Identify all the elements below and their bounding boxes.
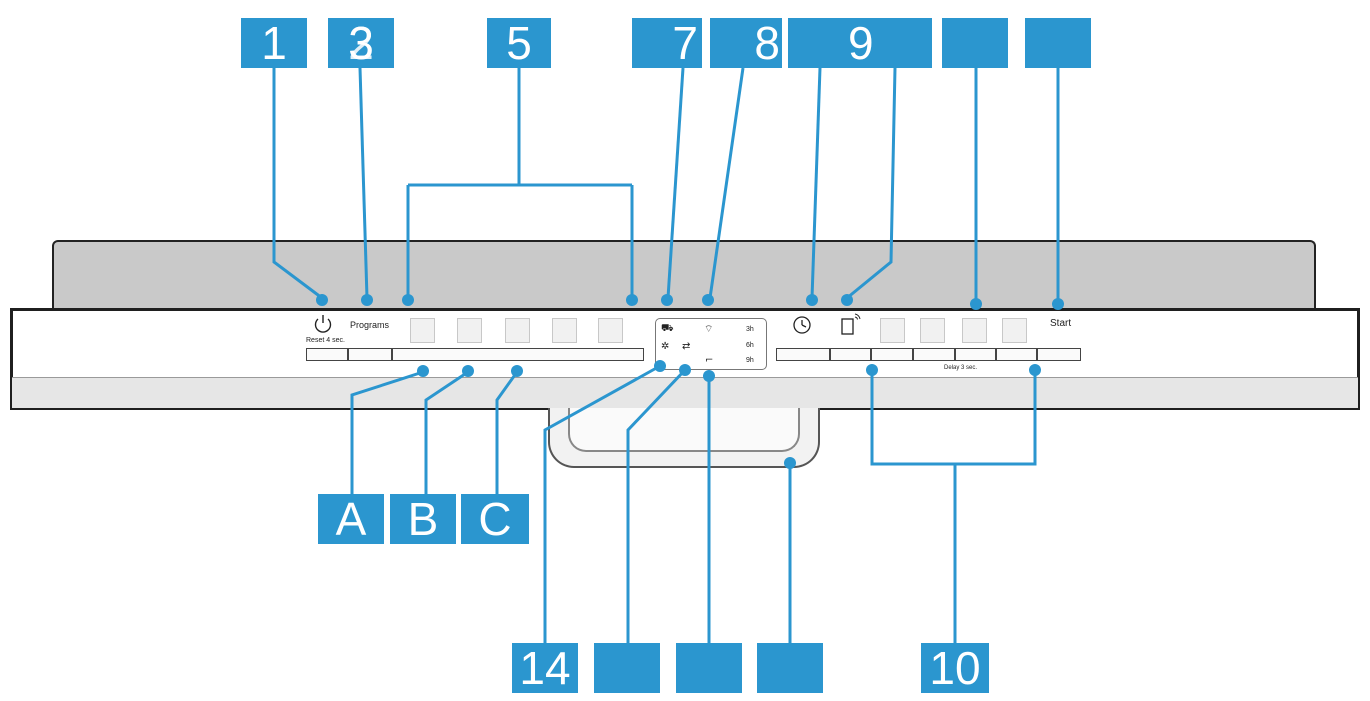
machine-care-icon: ⛟ — [661, 323, 674, 334]
callout-blank-f — [757, 643, 823, 693]
callout-3: 3 2 — [328, 18, 394, 68]
wifi-icon: ⌔ — [704, 324, 714, 335]
start-label: Start — [1050, 318, 1072, 329]
rinse-aid-icon: ⇄ — [682, 341, 691, 352]
option-button-2[interactable] — [920, 318, 945, 343]
callout-blank-e — [676, 643, 742, 693]
time-indicator-1: 3h — [746, 326, 754, 333]
callout-9: 9 — [848, 18, 932, 68]
option-strip-button-4[interactable] — [996, 348, 1037, 361]
callout-10: 10 — [921, 643, 989, 693]
callout-5: 5 — [487, 18, 551, 68]
control-panel-lower-strip — [12, 377, 1358, 408]
callout-box-9a — [788, 18, 848, 68]
program-button-5[interactable] — [598, 318, 623, 343]
delay-label: Delay 3 sec. — [944, 365, 978, 371]
callout-14: 14 — [512, 643, 578, 693]
callout-8: 8 — [710, 18, 782, 68]
remote-strip-button[interactable] — [830, 348, 871, 361]
option-button-1[interactable] — [880, 318, 905, 343]
callout-1: 1 — [241, 18, 307, 68]
option-button-3[interactable] — [962, 318, 987, 343]
callout-B: B — [390, 494, 456, 544]
door-handle-recess — [568, 408, 800, 452]
program-button-1[interactable] — [410, 318, 435, 343]
callout-blank-b — [1025, 18, 1091, 68]
programs-label: Programs — [350, 320, 390, 330]
callout-blank-a — [942, 18, 1008, 68]
status-display — [655, 318, 767, 370]
salt-icon: ✲ — [661, 341, 670, 352]
start-strip-button[interactable] — [1037, 348, 1081, 361]
callout-A: A — [318, 494, 384, 544]
callout-7: 7 — [632, 18, 702, 68]
option-strip-button-1[interactable] — [871, 348, 913, 361]
overlay-digit: 2 — [348, 17, 374, 69]
program-button-3[interactable] — [505, 318, 530, 343]
option-strip-button-3[interactable] — [955, 348, 996, 361]
timer-strip-button[interactable] — [776, 348, 830, 361]
power-icon[interactable] — [312, 313, 334, 335]
clock-icon[interactable] — [792, 315, 812, 335]
option-button-4[interactable] — [1002, 318, 1027, 343]
control-panel-top-surface — [52, 240, 1316, 316]
reset-label: Reset 4 sec. — [306, 337, 345, 344]
time-indicator-3: 9h — [746, 357, 754, 364]
time-indicator-2: 6h — [746, 342, 754, 349]
tap-icon: ⌐ — [705, 355, 714, 366]
callout-blank-d — [594, 643, 660, 693]
programs-strip-button[interactable] — [348, 348, 392, 361]
option-strip-button-2[interactable] — [913, 348, 955, 361]
program-strip-button[interactable] — [392, 348, 644, 361]
remote-start-icon[interactable] — [840, 311, 864, 337]
program-button-4[interactable] — [552, 318, 577, 343]
power-strip-button[interactable] — [306, 348, 348, 361]
callout-C: C — [461, 494, 529, 544]
program-button-2[interactable] — [457, 318, 482, 343]
